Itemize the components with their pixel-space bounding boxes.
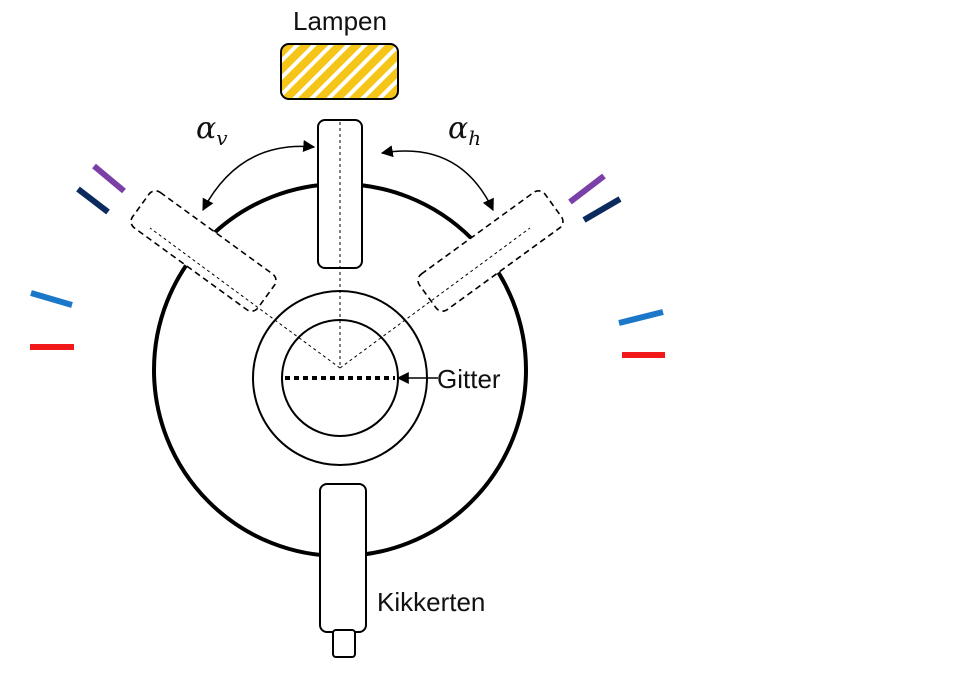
alpha-v-label: αv bbox=[196, 111, 228, 150]
spectral-line-darkblue-right bbox=[582, 196, 622, 223]
telescope-position-right bbox=[417, 190, 564, 312]
lamp-box bbox=[280, 43, 399, 100]
telescope-label: Kikkerten bbox=[377, 587, 485, 617]
angle-arrow-right bbox=[380, 145, 494, 212]
telescope-eyepiece bbox=[332, 629, 356, 658]
spectral-line-blue-left bbox=[30, 290, 73, 308]
telescope-tube bbox=[319, 483, 367, 633]
spectral-line-violet-right bbox=[568, 173, 606, 205]
alpha-h-label: αh bbox=[448, 111, 481, 150]
telescope-position-left bbox=[130, 190, 277, 312]
spectral-line-violet-left bbox=[92, 163, 126, 194]
grating-label: Gitter bbox=[437, 364, 501, 394]
spectral-line-darkblue-left bbox=[76, 186, 110, 215]
angle-arrow-left bbox=[202, 140, 316, 212]
lamp-label: Lampen bbox=[293, 6, 387, 36]
spectral-line-blue-right bbox=[618, 309, 664, 326]
